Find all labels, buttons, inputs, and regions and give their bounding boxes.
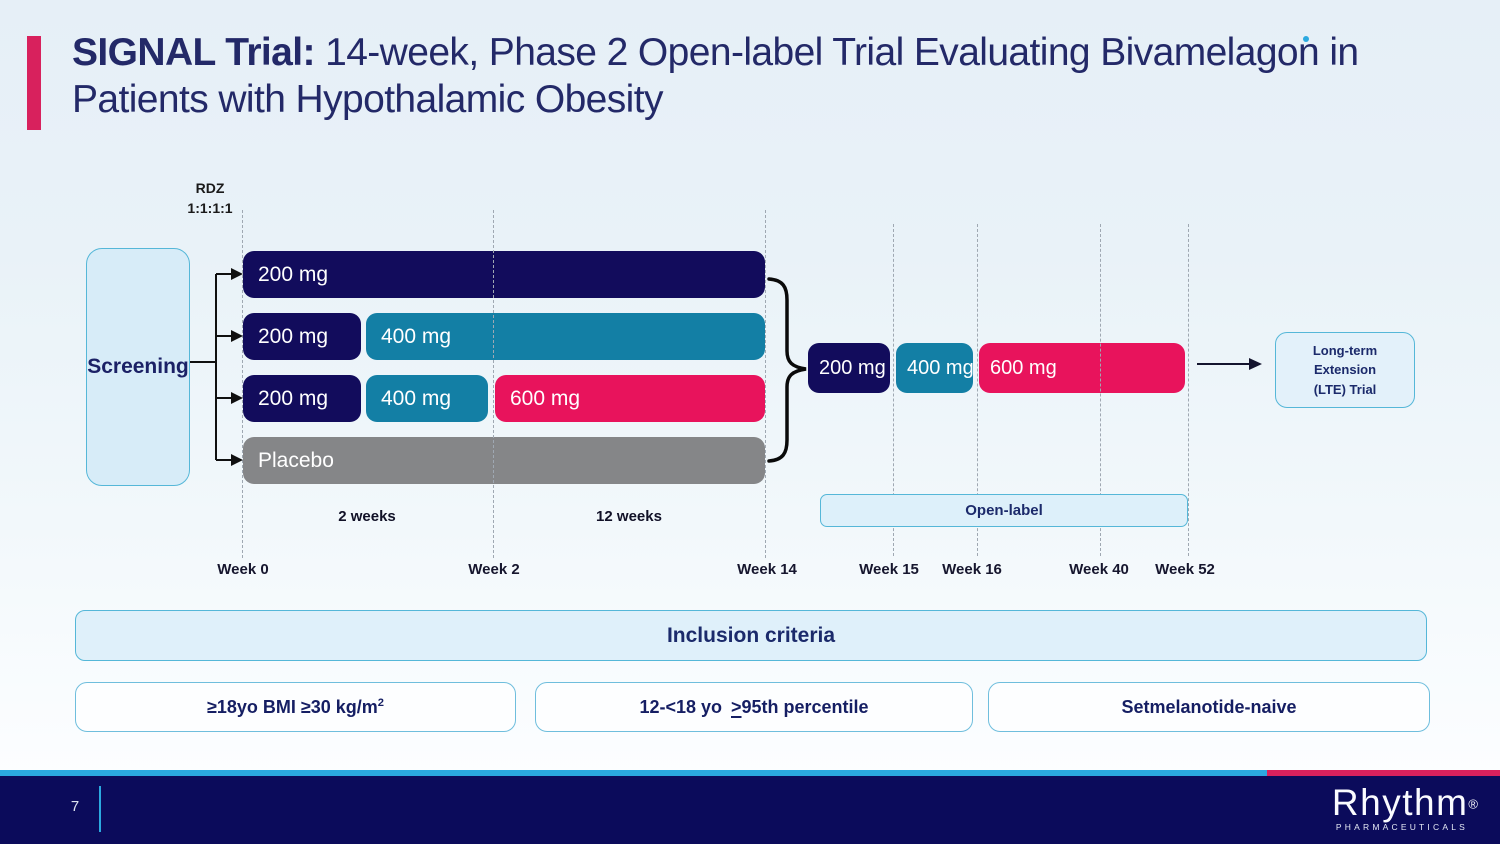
- criteria-adult-bmi: ≥18yo BMI ≥30 kg/m2: [75, 682, 516, 732]
- openlabel-dose-bar-400mg: 400 mg: [896, 343, 974, 393]
- duration-12-weeks: 12 weeks: [596, 508, 662, 525]
- dose-label: 600 mg: [990, 356, 1057, 379]
- footer-crimson-strip: [1267, 770, 1500, 776]
- arm3-dose-bar-600mg: 600 mg: [495, 375, 765, 422]
- dose-label: 200 mg: [258, 386, 329, 410]
- criteria-adolescent-percentile: 12-<18 yo >95th percentile: [535, 682, 973, 732]
- arm2-dose-bar-400mg: 400 mg: [366, 313, 765, 360]
- page-title: SIGNAL Trial: 14-week, Phase 2 Open-labe…: [72, 30, 1457, 124]
- arm1-dose-bar-200mg: 200 mg: [243, 251, 765, 298]
- registered-mark: ®: [1468, 796, 1478, 812]
- week16-gridline: [977, 224, 978, 556]
- arm4-placebo-bar: Placebo: [243, 437, 765, 484]
- inclusion-criteria-header: Inclusion criteria: [75, 610, 1427, 661]
- page-title-lead: SIGNAL Trial:: [72, 31, 315, 74]
- criteria-superscript: 2: [377, 696, 385, 709]
- dose-label: 400 mg: [907, 356, 974, 379]
- page-title-rest: 14-week, Phase 2 Open-label Trial Evalua…: [72, 31, 1359, 121]
- open-label-box: Open-label: [820, 494, 1188, 527]
- week-label-2: Week 2: [468, 561, 520, 578]
- criteria-adult-bmi-text: ≥18yo BMI ≥30 kg/m2: [207, 697, 384, 718]
- rhythm-logo: Rhythm® PHARMACEUTICALS: [1298, 784, 1478, 832]
- dose-label: 400 mg: [381, 324, 452, 348]
- lte-text: Long-term Extension (LTE) Trial: [1313, 341, 1377, 400]
- week-label-0: Week 0: [217, 561, 269, 578]
- lte-line3: (LTE) Trial: [1313, 381, 1377, 397]
- criteria-text: ≥18yo BMI ≥30 kg/m: [206, 696, 378, 717]
- criteria-text: 12-<18 yo: [639, 696, 722, 717]
- week-label-40: Week 40: [1069, 561, 1129, 578]
- dose-label: 400 mg: [381, 386, 452, 410]
- rdz-ratio: 1:1:1:1: [187, 199, 233, 216]
- openlabel-dose-bar-600mg: 600 mg: [979, 343, 1185, 393]
- dose-label: 200 mg: [258, 324, 329, 348]
- arm2-dose-bar-200mg: 200 mg: [243, 313, 361, 360]
- week0-gridline: [242, 210, 243, 558]
- week-label-16: Week 16: [942, 561, 1002, 578]
- criteria-adolescent-text: 12-<18 yo >95th percentile: [639, 697, 868, 718]
- duration-2-weeks: 2 weeks: [338, 508, 396, 525]
- week15-gridline: [893, 224, 894, 556]
- dose-label: 200 mg: [258, 262, 329, 286]
- lte-arrowhead: [1249, 358, 1262, 370]
- rhythm-logo-subtext: PHARMACEUTICALS: [1335, 822, 1468, 832]
- week-label-52: Week 52: [1155, 561, 1215, 578]
- screening-branch-lines: [190, 273, 232, 461]
- screening-box: Screening: [86, 248, 190, 486]
- criteria-text: 95th percentile: [741, 696, 869, 717]
- footer-bar: 7 Rhythm® PHARMACEUTICALS: [0, 776, 1500, 844]
- rdz-text: RDZ: [195, 180, 225, 196]
- dose-label: 200 mg: [819, 356, 886, 379]
- inclusion-criteria-title: Inclusion criteria: [666, 623, 836, 647]
- page-number: 7: [70, 798, 80, 815]
- rhythm-logo-dot: [1303, 36, 1309, 42]
- lte-trial-box: Long-term Extension (LTE) Trial: [1275, 332, 1415, 408]
- criteria-underlined-gte: >: [731, 696, 742, 717]
- arm3-dose-bar-200mg: 200 mg: [243, 375, 361, 422]
- title-accent-bar: [27, 36, 41, 130]
- screening-label: Screening: [87, 355, 189, 378]
- week52-gridline: [1188, 224, 1189, 556]
- rhythm-logo-wordmark: Rhythm: [1331, 782, 1469, 823]
- week-label-15: Week 15: [859, 561, 919, 578]
- week-label-14: Week 14: [737, 561, 797, 578]
- openlabel-dose-bar-200mg: 200 mg: [808, 343, 890, 393]
- randomization-label: RDZ 1:1:1:1: [150, 179, 270, 218]
- lte-line1: Long-term: [1312, 342, 1378, 358]
- dose-label: Placebo: [258, 448, 334, 472]
- footer-blue-strip: [0, 770, 1267, 776]
- week14-gridline: [765, 210, 766, 558]
- week2-gridline: [493, 210, 494, 558]
- dose-label: 600 mg: [510, 386, 581, 410]
- page-number-separator: [99, 786, 101, 832]
- criteria-setmelanotide-naive: Setmelanotide-naive: [988, 682, 1430, 732]
- arm3-dose-bar-400mg: 400 mg: [366, 375, 488, 422]
- week40-gridline: [1100, 224, 1101, 556]
- lte-line2: Extension: [1313, 362, 1377, 378]
- arms-merge-brace: [767, 277, 807, 463]
- criteria-text: Setmelanotide-naive: [1121, 696, 1297, 717]
- open-label-text: Open-label: [965, 502, 1043, 519]
